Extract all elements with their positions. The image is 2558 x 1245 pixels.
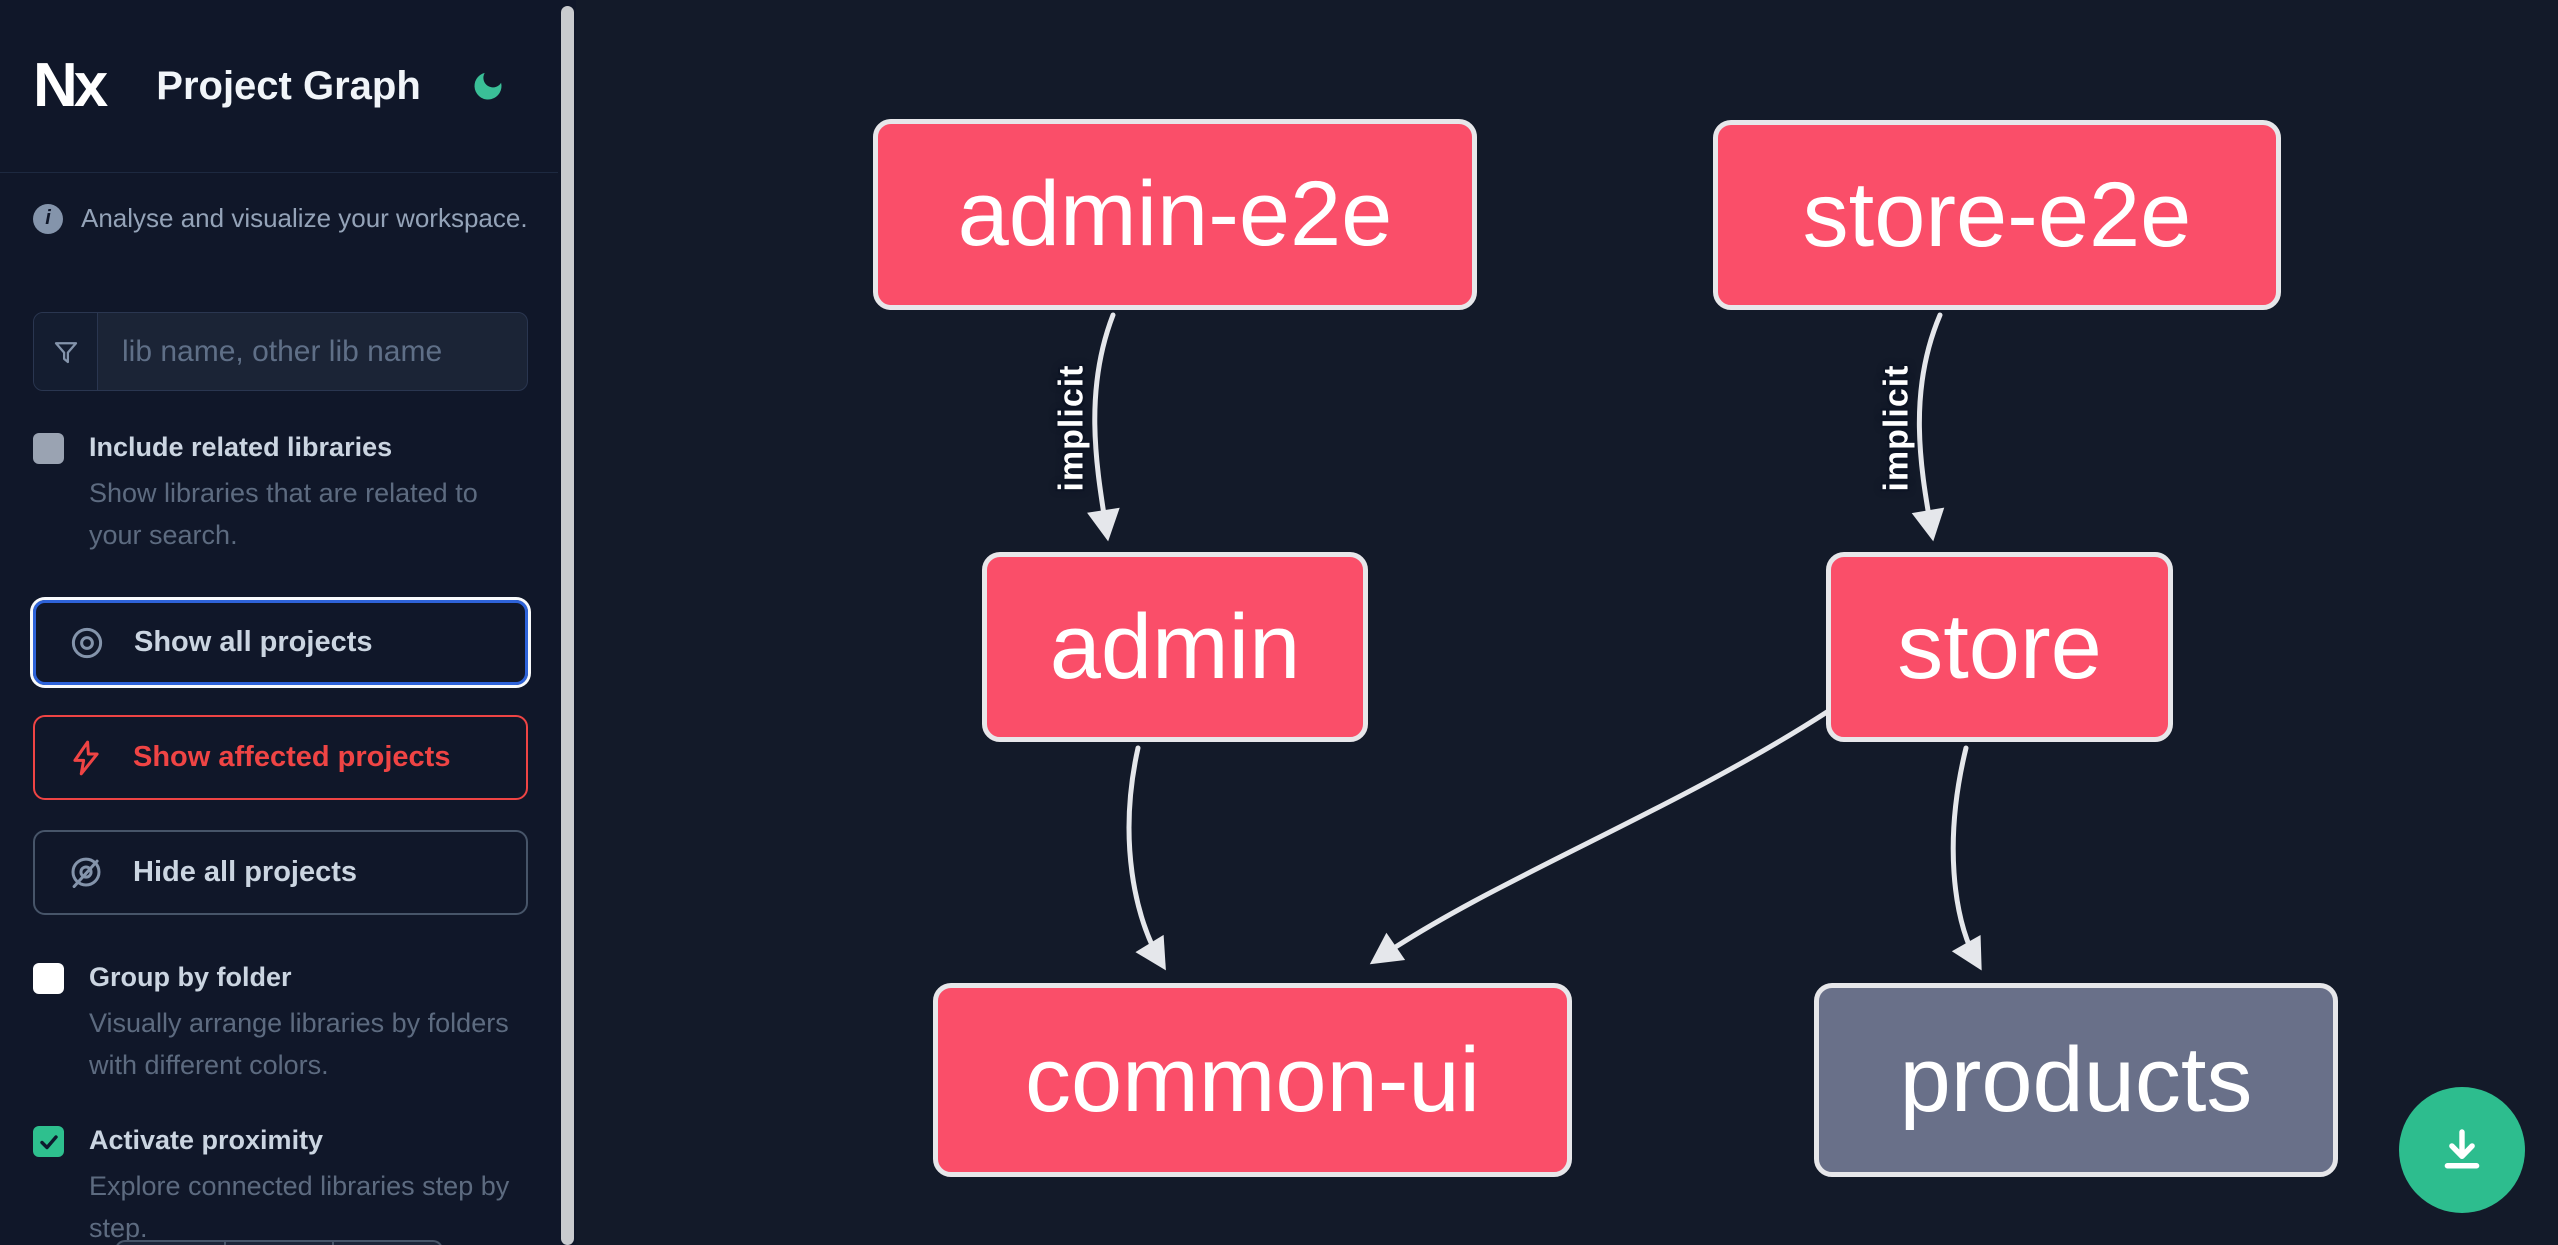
edge-store-to-common-ui [1369, 709, 1830, 965]
library-search-input[interactable] [98, 313, 527, 390]
eye-icon [68, 624, 106, 662]
show-affected-projects-button[interactable]: Show affected projects [33, 715, 528, 800]
edge-label-store-e2e: implicit [1877, 364, 1916, 492]
graph-node-admin-e2e[interactable]: admin-e2e [873, 119, 1477, 310]
sidebar-scrollbar-track [558, 0, 576, 1245]
show-all-projects-button[interactable]: Show all projects [33, 600, 528, 685]
hide-all-projects-label: Hide all projects [133, 856, 358, 888]
include-related-row: Include related libraries Show libraries… [33, 431, 528, 556]
workspace-info: i Analyse and visualize your workspace. [0, 173, 561, 234]
download-graph-button[interactable] [2399, 1087, 2525, 1213]
stepper-segment[interactable] [223, 1242, 333, 1245]
edge-admin-e2e-to-admin [1087, 312, 1120, 542]
edge-label-admin-e2e: implicit [1052, 364, 1091, 492]
proximity-stepper-partial[interactable] [115, 1240, 443, 1245]
lightning-icon [67, 739, 105, 777]
include-related-description: Show libraries that are related to your … [89, 478, 478, 550]
download-icon [2444, 1129, 2480, 1169]
activate-proximity-row: Activate proximity Explore connected lib… [33, 1124, 528, 1245]
info-icon: i [33, 203, 63, 234]
stepper-segment[interactable] [332, 1242, 441, 1245]
filter-icon-cell [34, 313, 98, 390]
include-related-checkbox[interactable] [33, 433, 64, 464]
project-actions: Show all projects Show affected projects… [0, 600, 561, 915]
hide-all-projects-button[interactable]: Hide all projects [33, 830, 528, 915]
activate-proximity-checkbox[interactable] [33, 1126, 64, 1157]
show-all-projects-label: Show all projects [134, 626, 373, 658]
sidebar: Nx Project Graph i Analyse and visualize… [0, 0, 561, 1245]
nx-logo-icon: Nx [33, 51, 108, 120]
graph-node-common-ui[interactable]: common-ui [933, 983, 1572, 1177]
workspace-info-text: Analyse and visualize your workspace. [81, 203, 528, 233]
theme-toggle[interactable] [470, 68, 506, 104]
checkmark-icon [39, 1134, 58, 1149]
activate-proximity-description: Explore connected libraries step by step… [89, 1171, 510, 1243]
edge-store-to-products [1950, 745, 1982, 971]
filter-icon [54, 341, 77, 363]
group-by-folder-row: Group by folder Visually arrange librari… [33, 961, 528, 1086]
moon-icon [474, 72, 502, 100]
group-by-folder-checkbox[interactable] [33, 963, 64, 994]
library-filter [33, 312, 528, 391]
include-related-label[interactable]: Include related libraries [89, 432, 393, 462]
eye-off-icon [67, 854, 105, 892]
edge-store-e2e-to-store [1911, 312, 1945, 542]
activate-proximity-label[interactable]: Activate proximity [89, 1125, 324, 1155]
graph-node-store[interactable]: store [1826, 552, 2173, 742]
sidebar-header: Nx Project Graph [0, 0, 561, 173]
group-by-folder-label[interactable]: Group by folder [89, 962, 292, 992]
graph-node-products[interactable]: products [1814, 983, 2338, 1177]
edge-admin-to-common-ui [1126, 745, 1166, 971]
graph-node-store-e2e[interactable]: store-e2e [1713, 120, 2281, 310]
show-affected-projects-label: Show affected projects [133, 741, 451, 773]
graph-node-admin[interactable]: admin [982, 552, 1368, 742]
group-by-folder-description: Visually arrange libraries by folders wi… [89, 1008, 509, 1080]
page-title: Project Graph [156, 63, 421, 108]
sidebar-scrollbar-thumb[interactable] [561, 6, 574, 1245]
